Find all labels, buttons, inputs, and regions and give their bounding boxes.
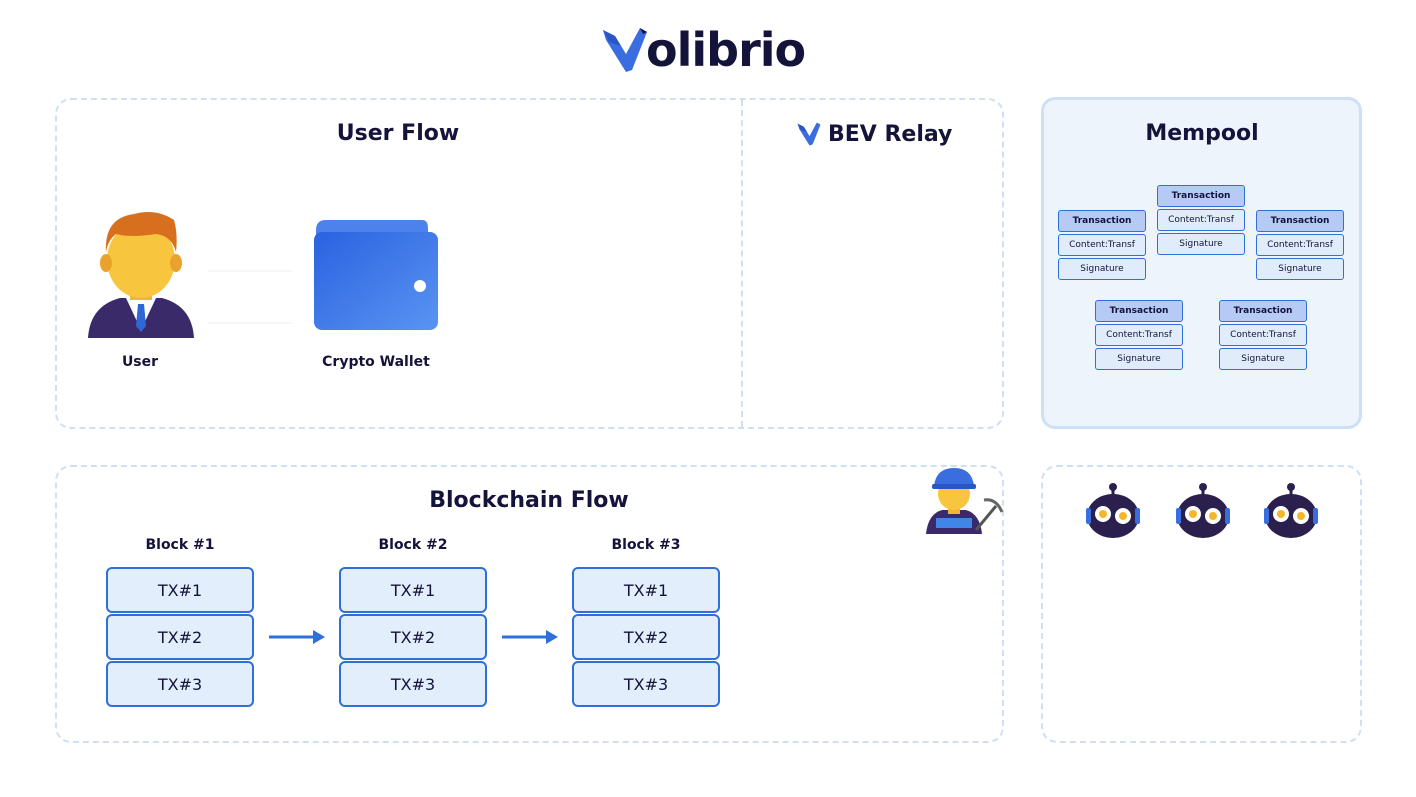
block-tx: TX#1: [572, 567, 720, 613]
mempool-transaction: Transaction Content:Transf Signature: [1058, 210, 1146, 282]
block-tx: TX#3: [106, 661, 254, 707]
block-tx: TX#2: [106, 614, 254, 660]
transaction-content: Content:Transf: [1058, 234, 1146, 256]
block-tx: TX#3: [572, 661, 720, 707]
transaction-signature: Signature: [1095, 348, 1183, 370]
block-tx: TX#1: [106, 567, 254, 613]
transaction-content: Content:Transf: [1157, 209, 1245, 231]
transaction-signature: Signature: [1256, 258, 1344, 280]
transaction-content: Content:Transf: [1219, 324, 1307, 346]
bev-relay-title: BEV Relay: [796, 120, 966, 148]
bev-relay-label: BEV Relay: [828, 121, 953, 147]
block-tx: TX#2: [339, 614, 487, 660]
robot-icon: [1264, 483, 1318, 538]
block-title: Block #1: [145, 537, 215, 553]
miner-icon: [926, 468, 1004, 534]
transaction-content: Content:Transf: [1256, 234, 1344, 256]
hummingbird-logo-icon: [603, 28, 647, 72]
block-tx: TX#2: [572, 614, 720, 660]
user-avatar-icon: [88, 212, 194, 338]
bots-panel: [1041, 465, 1362, 743]
robot-icon: [1176, 483, 1230, 538]
panel-divider: [741, 100, 743, 427]
wallet-label: Crypto Wallet: [322, 354, 430, 370]
arrow-right-icon: [269, 630, 325, 644]
block-tx: TX#1: [339, 567, 487, 613]
mempool-title: Mempool: [1145, 121, 1259, 146]
mempool-transaction: Transaction Content:Transf Signature: [1256, 210, 1344, 282]
transaction-header: Transaction: [1095, 300, 1183, 322]
flow-arrow-placeholder: [208, 322, 292, 324]
transaction-header: Transaction: [1256, 210, 1344, 232]
block-tx: TX#3: [339, 661, 487, 707]
transaction-header: Transaction: [1058, 210, 1146, 232]
transaction-signature: Signature: [1058, 258, 1146, 280]
user-flow-title: User Flow: [336, 121, 460, 146]
wallet-icon: [314, 220, 438, 330]
transaction-content: Content:Transf: [1095, 324, 1183, 346]
arrow-right-icon: [502, 630, 558, 644]
blockchain-flow-panel: [55, 465, 1004, 743]
transaction-signature: Signature: [1219, 348, 1307, 370]
transaction-signature: Signature: [1157, 233, 1245, 255]
mempool-transaction: Transaction Content:Transf Signature: [1095, 300, 1183, 372]
transaction-header: Transaction: [1157, 185, 1245, 207]
block: Block #2 TX#1 TX#2 TX#3: [339, 537, 487, 708]
blockchain-flow-title: Blockchain Flow: [429, 488, 629, 513]
kolibrio-logo: olibrio: [600, 22, 820, 78]
flow-arrow-placeholder: [208, 270, 292, 272]
transaction-header: Transaction: [1219, 300, 1307, 322]
robot-icon: [1086, 483, 1140, 538]
block: Block #1 TX#1 TX#2 TX#3: [106, 537, 254, 708]
mempool-transaction: Transaction Content:Transf Signature: [1219, 300, 1307, 372]
mempool-transaction: Transaction Content:Transf Signature: [1157, 185, 1245, 257]
user-flow-panel: [55, 98, 1004, 429]
block-title: Block #2: [378, 537, 448, 553]
hummingbird-logo-icon: [797, 122, 821, 146]
block-title: Block #3: [611, 537, 681, 553]
user-label: User: [121, 354, 159, 370]
block: Block #3 TX#1 TX#2 TX#3: [572, 537, 720, 708]
